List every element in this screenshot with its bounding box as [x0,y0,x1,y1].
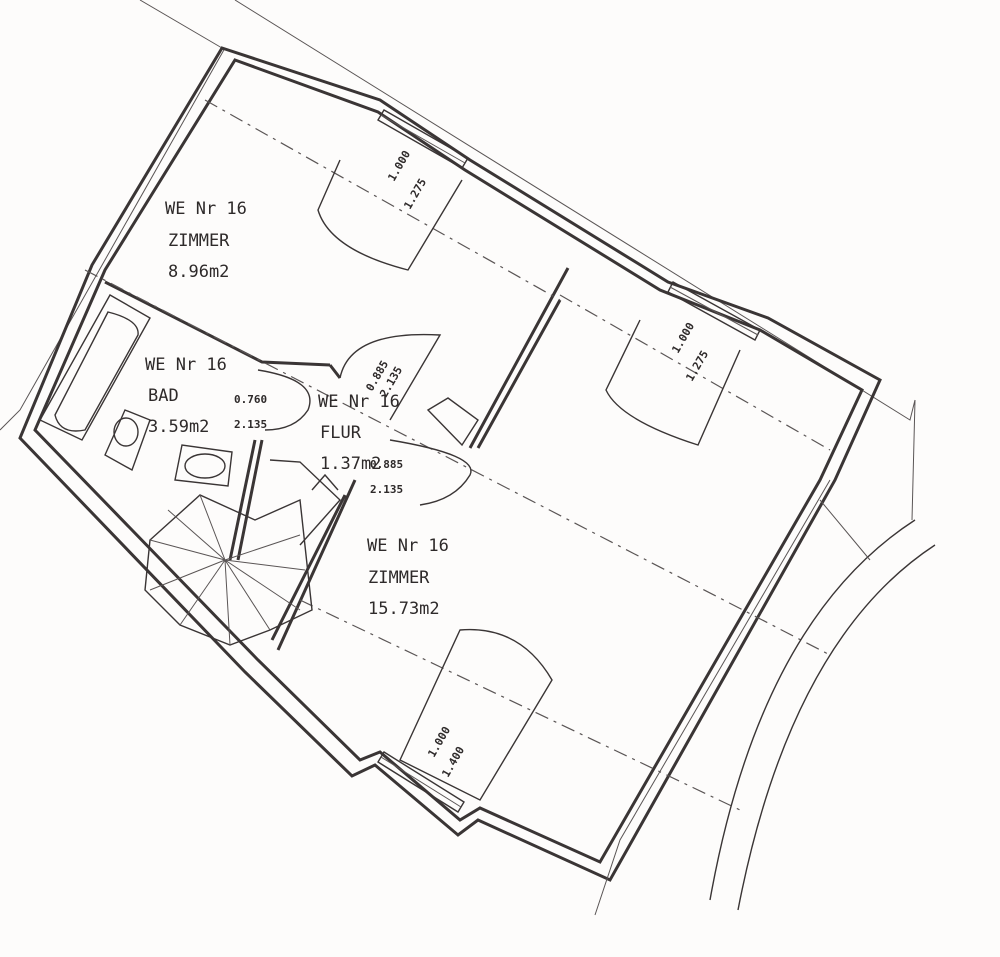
zimmer-small-name: ZIMMER [168,231,230,251]
zimmer-large-area: 15.73m2 [368,599,440,619]
toilet [104,409,151,472]
window-frame-1 [377,109,469,169]
bathtub [39,294,151,441]
window-1-width: 1.000 [385,148,413,183]
wall-bad-stair [228,439,264,561]
wall-central [468,267,570,449]
window-3-height: 1.400 [439,744,467,779]
flur-area: 1.37m2 [320,454,381,474]
wall-zimmer-flur [104,280,342,379]
site-outline [0,0,916,521]
door-swing-zimmer-large [389,439,472,506]
window-2-width: 1.000 [669,320,697,355]
window-swing-2 [605,319,741,446]
flur-door-height: 2.135 [370,483,403,496]
window-swing-3 [399,628,553,801]
bad-door-height: 2.135 [234,418,267,431]
zimmer-small-area: 8.96m2 [168,262,229,282]
wall-flur-zimmer [270,479,357,651]
window-frame-2 [667,281,761,341]
axis-line-1 [204,99,561,301]
bad-area: 3.59m2 [148,417,209,437]
flur-name: FLUR [320,423,362,443]
terrace-curve-inner [737,544,936,911]
zimmer-large-unit: WE Nr 16 [367,536,449,556]
axis-line-3 [299,599,741,811]
bad-name: BAD [148,386,179,406]
wash-basin [174,444,233,487]
door-swing-zimmer-small [339,333,442,421]
window-2-height: 1.275 [683,348,711,383]
window-swing-1 [317,159,463,271]
axis-line-4 [559,294,831,451]
flur-door-width: 0.885 [370,458,403,471]
terrace-edge [594,479,871,916]
window-frame-3 [377,751,465,813]
spiral-staircase [144,459,341,646]
zimmer-large-name: ZIMMER [368,568,430,588]
outer-wall [33,58,864,864]
window-3-width: 1.000 [425,724,453,759]
flur-closet [426,397,479,447]
window-1-height: 1.275 [401,176,429,211]
zimmer-small-unit: WE Nr 16 [165,199,247,219]
bad-unit: WE Nr 16 [145,355,227,375]
axis-line-2 [84,269,831,656]
terrace-curve-outer [709,519,916,901]
bad-door-width: 0.760 [234,393,267,406]
door-swing-bad [257,369,311,431]
outer-wall-inner [18,46,882,882]
flur-unit: WE Nr 16 [318,392,400,412]
